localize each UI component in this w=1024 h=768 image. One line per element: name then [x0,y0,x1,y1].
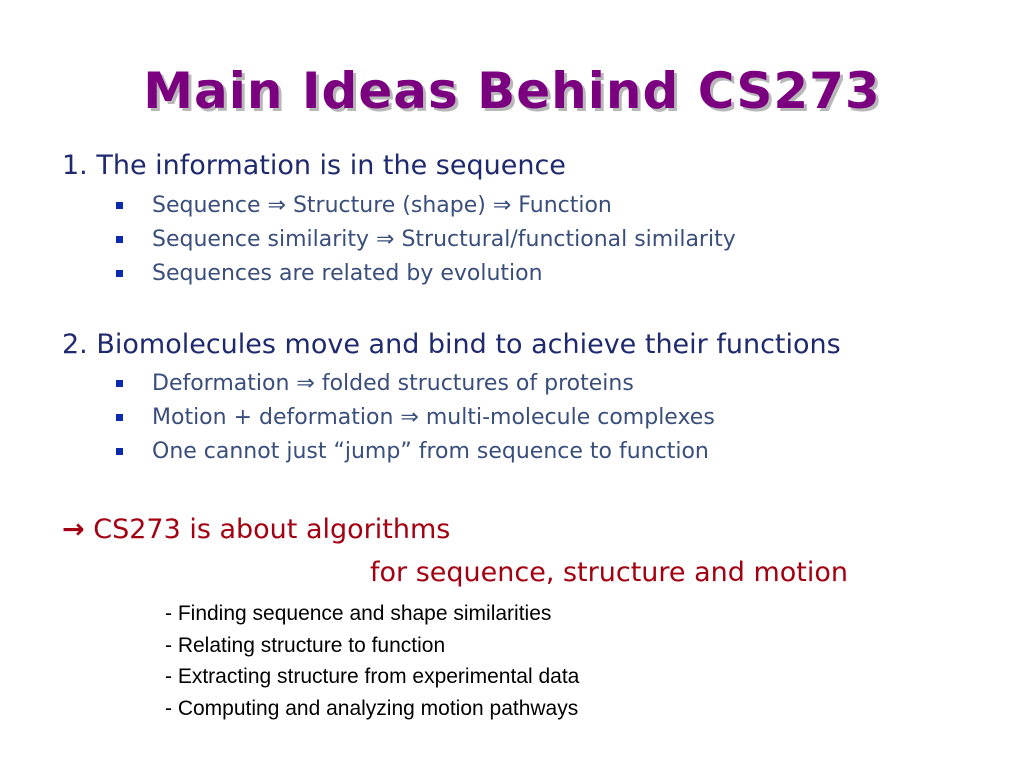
bullet-text: Function [518,193,612,218]
bullet-text: Deformation [152,371,290,396]
bullet-text: multi-molecule complexes [425,405,715,430]
bullet-text: Motion + deformation [152,405,394,430]
topic-item: - Computing and analyzing motion pathway… [165,697,579,720]
bullet-square-icon [116,270,123,277]
bullet-text: Sequence similarity [152,227,370,252]
implies-icon: ⇒ [376,227,395,252]
slide-title: Main Ideas Behind CS273 [143,62,881,120]
section-2-heading: 2. Biomolecules move and bind to achieve… [62,329,841,360]
arrow-right-icon: → [62,514,85,545]
section-2-bullet-1: Deformation ⇒ folded structures of prote… [116,371,634,396]
bullet-text: One cannot just “jump” from sequence to … [152,439,709,464]
implies-icon: ⇒ [400,405,419,430]
bullet-square-icon [116,202,123,209]
topic-item: - Extracting structure from experimental… [165,665,580,688]
bullet-square-icon [116,236,123,243]
section-1-bullet-2: Sequence similarity ⇒ Structural/functio… [116,227,736,252]
bullet-text: folded structures of proteins [321,371,634,396]
bullet-square-icon [116,448,123,455]
bullet-text: Sequences are related by evolution [152,261,543,286]
topic-item: - Finding sequence and shape similaritie… [165,602,552,625]
section-1-bullet-3: Sequences are related by evolution [116,261,543,286]
bullet-text: Structure (shape) [292,193,486,218]
conclusion-line-1: → CS273 is about algorithms [62,514,450,545]
section-2-bullet-3: One cannot just “jump” from sequence to … [116,439,709,464]
implies-icon: ⇒ [492,193,512,218]
conclusion-text: CS273 is about algorithms [93,514,451,545]
bullet-text: Structural/functional similarity [401,227,736,252]
section-1-bullet-1: Sequence ⇒ Structure (shape) ⇒ Function [116,193,612,218]
bullet-text: Sequence [152,193,261,218]
section-2-bullet-2: Motion + deformation ⇒ multi-molecule co… [116,405,715,430]
implies-icon: ⇒ [267,193,286,218]
bullet-square-icon [116,380,123,387]
topic-item: - Relating structure to function [165,634,446,657]
bullet-square-icon [116,414,123,421]
conclusion-line-2: for sequence, structure and motion [370,557,849,588]
section-1-heading: 1. The information is in the sequence [62,150,566,181]
implies-icon: ⇒ [296,371,315,396]
